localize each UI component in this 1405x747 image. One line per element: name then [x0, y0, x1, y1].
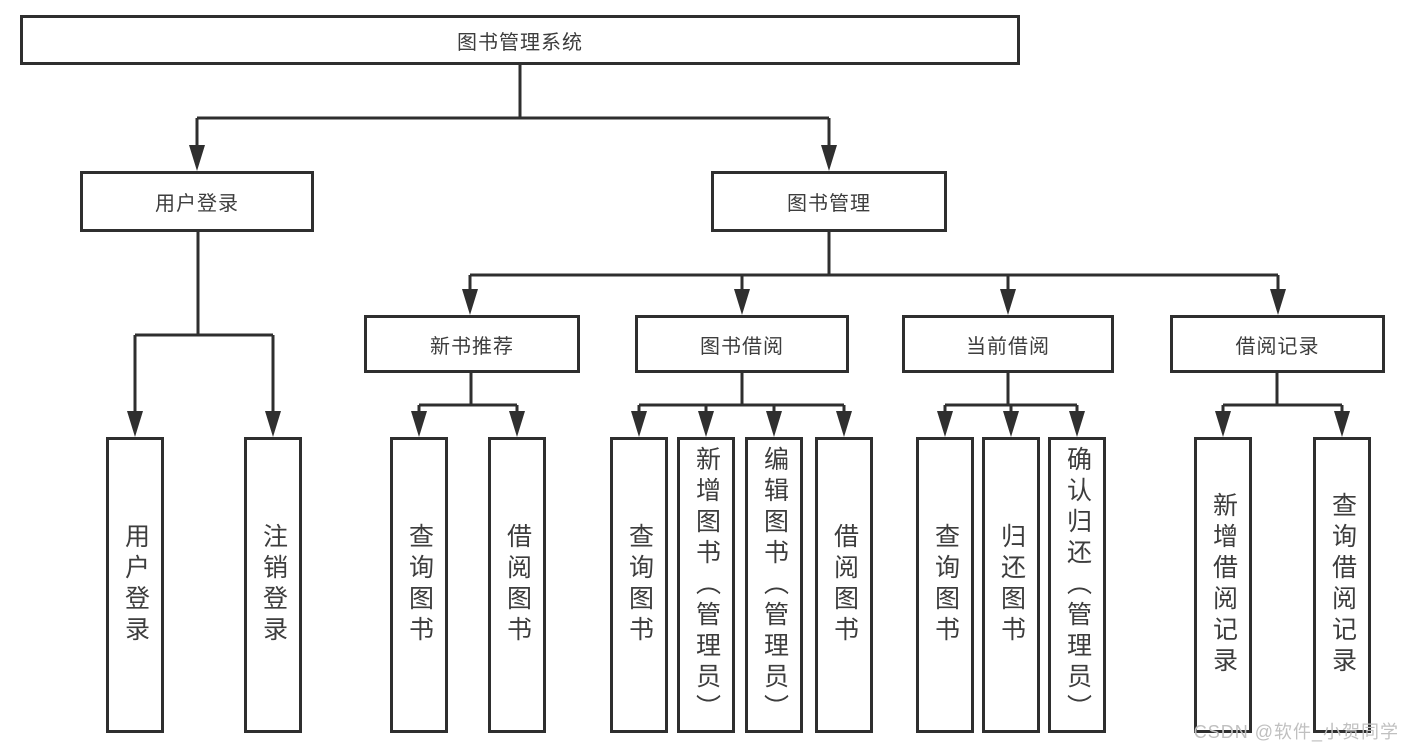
node-label: 图书借阅: [700, 335, 784, 358]
watermark: CSDN @软件_小贺同学: [1193, 722, 1399, 742]
node-label: 注销登录: [259, 523, 288, 647]
leaf-add-book-admin: 新增图书（管理员）: [677, 437, 735, 733]
node-user-login: 用户登录: [80, 171, 314, 232]
arrowheads: [127, 145, 1350, 437]
leaf-query-books-recommend: 查询图书: [390, 437, 448, 733]
leaf-query-borrow-record: 查询借阅记录: [1313, 437, 1371, 733]
node-label: 当前借阅: [966, 335, 1050, 358]
node-label: 用户登录: [121, 523, 150, 647]
node-label: 查询图书: [405, 523, 434, 647]
node-label: 借阅图书: [830, 523, 859, 647]
leaf-return-books: 归还图书: [982, 437, 1040, 733]
node-label: 查询图书: [931, 523, 960, 647]
node-label: 新增借阅记录: [1209, 492, 1238, 678]
leaf-user-login: 用户登录: [106, 437, 164, 733]
node-label: 查询图书: [625, 523, 654, 647]
leaf-query-books-current: 查询图书: [916, 437, 974, 733]
node-label: 归还图书: [997, 523, 1026, 647]
node-label: 借阅图书: [503, 523, 532, 647]
node-new-book-recommendation: 新书推荐: [364, 315, 580, 373]
node-label: 查询借阅记录: [1328, 492, 1357, 678]
leaf-query-books-borrowing: 查询图书: [610, 437, 668, 733]
node-label: 编辑图书（管理员）: [760, 445, 789, 725]
node-label: 新书推荐: [430, 335, 514, 358]
node-label: 确认归还（管理员）: [1063, 445, 1092, 725]
node-book-borrowing: 图书借阅: [635, 315, 849, 373]
leaf-confirm-return-admin: 确认归还（管理员）: [1048, 437, 1106, 733]
leaf-borrow-books: 借阅图书: [815, 437, 873, 733]
leaf-logout: 注销登录: [244, 437, 302, 733]
node-label: 借阅记录: [1235, 335, 1320, 358]
node-borrowing-records: 借阅记录: [1170, 315, 1385, 373]
tree-edges: [133, 65, 1344, 416]
leaf-edit-book-admin: 编辑图书（管理员）: [745, 437, 803, 733]
node-book-management: 图书管理: [711, 171, 947, 232]
node-current-borrowing: 当前借阅: [902, 315, 1114, 373]
node-label: 用户登录: [155, 193, 239, 215]
node-label: 图书管理: [787, 193, 871, 215]
leaf-borrow-books-recommend: 借阅图书: [488, 437, 546, 733]
node-library-management-system: 图书管理系统: [20, 15, 1020, 65]
node-label: 新增图书（管理员）: [692, 445, 721, 725]
leaf-add-borrow-record: 新增借阅记录: [1194, 437, 1252, 733]
node-label: 图书管理系统: [457, 31, 583, 54]
